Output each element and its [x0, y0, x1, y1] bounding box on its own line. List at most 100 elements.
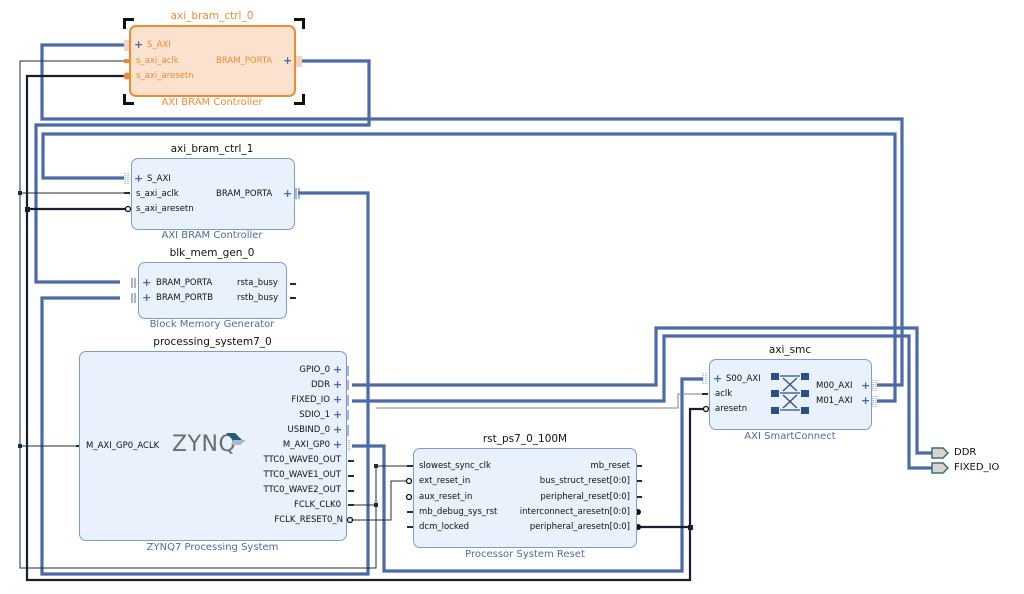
pin-bram-porta[interactable]: BRAM_PORTA: [216, 189, 273, 199]
pin-fclk-clk0[interactable]: FCLK_CLK0: [293, 500, 341, 510]
block-type-label: Processor System Reset: [465, 549, 585, 560]
zynq-logo: ZYNQ: [172, 432, 237, 457]
bus-wire-m-axi-gp0[interactable]: [352, 377, 703, 573]
block-blk-mem-gen-0[interactable]: [138, 262, 287, 319]
block-instance-name: axi_bram_ctrl_1: [170, 143, 254, 155]
external-port-ddr-label[interactable]: DDR: [954, 447, 977, 458]
pin-s00-axi[interactable]: S00_AXI: [726, 374, 761, 384]
expand-plus-icon[interactable]: +: [333, 438, 343, 451]
pin-sdio-1[interactable]: SDIO_1: [299, 410, 330, 420]
block-type-label: AXI BRAM Controller: [161, 230, 263, 241]
block-type-label: ZYNQ7 Processing System: [146, 542, 279, 553]
block-axi-bram-ctrl-1[interactable]: [131, 158, 295, 230]
junction-dot: [18, 444, 22, 448]
expand-plus-icon[interactable]: +: [333, 408, 343, 421]
junction-dot: [25, 207, 30, 212]
block-rst-ps7-0-100m[interactable]: [413, 448, 637, 548]
pin-m00-axi[interactable]: M00_AXI: [816, 381, 853, 391]
expand-plus-icon[interactable]: +: [333, 363, 343, 376]
ps7-right-pins: GPIO_0 DDR FIXED_IO SDIO_1 USBIND_0 M_AX…: [200, 365, 330, 455]
pin-dcm-locked[interactable]: dcm_locked: [419, 522, 470, 533]
bus-wire-ctrl1-bram-porta[interactable]: [40, 191, 370, 576]
pin-fclk-reset0-n[interactable]: FCLK_RESET0_N: [274, 515, 343, 525]
pin-ttc0-wave0-out[interactable]: TTC0_WAVE0_OUT: [263, 455, 342, 465]
expand-plus-icon[interactable]: +: [142, 276, 152, 289]
pin-rsta-busy[interactable]: rsta_busy: [237, 278, 278, 288]
pin-usbind-0[interactable]: USBIND_0: [287, 425, 330, 435]
external-port-ddr-shape[interactable]: [931, 447, 950, 459]
pin-interconnect-aresetn[interactable]: interconnect_aresetn[0:0]: [519, 506, 630, 517]
rst-left-pins: slowest_sync_clk ext_reset_in aux_reset_…: [419, 461, 497, 537]
pin-m01-axi[interactable]: M01_AXI: [816, 396, 853, 406]
expand-plus-icon[interactable]: +: [333, 393, 343, 406]
ps7-right-plus-icons: + + + + + +: [333, 363, 343, 455]
junction-dot: [374, 464, 378, 468]
bus-wire-ctrl0-bram-porta[interactable]: [34, 59, 371, 284]
block-type-label: Block Memory Generator: [149, 319, 275, 330]
ps7-right-signal-pins: TTC0_WAVE0_OUT TTC0_WAVE1_OUT TTC0_WAVE2…: [200, 455, 344, 530]
expand-plus-icon[interactable]: +: [134, 38, 144, 51]
pin-m-axi-gp0-aclk[interactable]: M_AXI_GP0_ACLK: [86, 441, 160, 451]
pin-bus-struct-reset[interactable]: bus_struct_reset[0:0]: [539, 476, 630, 487]
block-instance-name: axi_bram_ctrl_0: [170, 10, 254, 22]
pin-aclk[interactable]: aclk: [715, 389, 733, 399]
net-clk-bus[interactable]: [19, 60, 377, 569]
zynq-logo-swoosh-icon: [226, 433, 246, 445]
pin-bram-porta[interactable]: BRAM_PORTA: [156, 278, 213, 288]
expand-plus-icon[interactable]: +: [861, 394, 871, 407]
bus-wire-fixed-io[interactable]: [352, 334, 932, 470]
block-processing-system7-0[interactable]: [79, 351, 347, 541]
bus-wire-ddr[interactable]: [352, 326, 932, 455]
block-instance-name: processing_system7_0: [153, 336, 272, 348]
pin-fixed-io[interactable]: FIXED_IO: [291, 395, 330, 405]
net-peripheral-aresetn[interactable]: [25, 74, 692, 582]
block-axi-bram-ctrl-0[interactable]: [129, 25, 296, 97]
external-port-fixed-io-label[interactable]: FIXED_IO: [954, 462, 1000, 473]
junction-dot: [688, 525, 693, 530]
bus-wire-smc-m01-axi[interactable]: [41, 132, 897, 403]
expand-plus-icon[interactable]: +: [713, 372, 723, 385]
net-fclk-clk0[interactable]: [348, 465, 409, 506]
expand-plus-icon[interactable]: +: [333, 378, 343, 391]
pin-rstb-busy[interactable]: rstb_busy: [237, 293, 279, 303]
pin-gpio-0[interactable]: GPIO_0: [299, 365, 330, 375]
pin-slowest-sync-clk[interactable]: slowest_sync_clk: [419, 461, 491, 471]
block-type-label: AXI BRAM Controller: [161, 97, 263, 108]
pin-bram-portb[interactable]: BRAM_PORTB: [156, 293, 213, 303]
net-fclk-reset[interactable]: [352, 480, 409, 521]
pin-s-axi[interactable]: S_AXI: [147, 174, 171, 184]
pin-ttc0-wave2-out[interactable]: TTC0_WAVE2_OUT: [263, 485, 342, 495]
junction-dot: [374, 503, 378, 507]
pin-m-axi-gp0[interactable]: M_AXI_GP0: [282, 440, 330, 450]
external-port-fixed-io-shape[interactable]: [931, 462, 950, 474]
pin-aresetn[interactable]: aresetn: [715, 404, 748, 414]
pin-peripheral-reset[interactable]: peripheral_reset[0:0]: [540, 491, 630, 502]
block-axi-smc[interactable]: [709, 359, 872, 430]
pin-s-axi-aclk[interactable]: s_axi_aclk: [136, 56, 179, 66]
pin-s-axi-aclk[interactable]: s_axi_aclk: [136, 189, 179, 199]
bus-wire-smc-m00-axi[interactable]: [40, 43, 904, 387]
pin-ext-reset-in[interactable]: ext_reset_in: [419, 476, 471, 487]
rst-right-pins: mb_reset bus_struct_reset[0:0] periphera…: [470, 461, 630, 537]
pin-peripheral-aresetn[interactable]: peripheral_aresetn[0:0]: [529, 522, 630, 533]
block-instance-name: rst_ps7_0_100M: [482, 433, 568, 445]
expand-plus-icon[interactable]: +: [283, 54, 293, 67]
pin-ttc0-wave1-out[interactable]: TTC0_WAVE1_OUT: [263, 470, 342, 480]
pin-mb-debug-sys-rst[interactable]: mb_debug_sys_rst: [419, 506, 498, 517]
expand-plus-icon[interactable]: +: [283, 187, 293, 200]
expand-plus-icon[interactable]: +: [142, 291, 152, 304]
block-instance-name: axi_smc: [768, 344, 812, 356]
pin-ddr[interactable]: DDR: [311, 380, 330, 390]
expand-plus-icon[interactable]: +: [861, 379, 871, 392]
pin-mb-reset[interactable]: mb_reset: [590, 461, 630, 471]
pin-s-axi-aresetn[interactable]: s_axi_aresetn: [136, 204, 194, 214]
pin-s-axi[interactable]: S_AXI: [147, 40, 171, 50]
net-clk-smc[interactable]: [376, 393, 705, 409]
pin-aux-reset-in[interactable]: aux_reset_in: [419, 491, 473, 502]
expand-plus-icon[interactable]: +: [134, 172, 144, 185]
pin-s-axi-aresetn[interactable]: s_axi_aresetn: [136, 71, 194, 81]
pin-bram-porta[interactable]: BRAM_PORTA: [216, 56, 273, 66]
expand-plus-icon[interactable]: +: [333, 423, 343, 436]
